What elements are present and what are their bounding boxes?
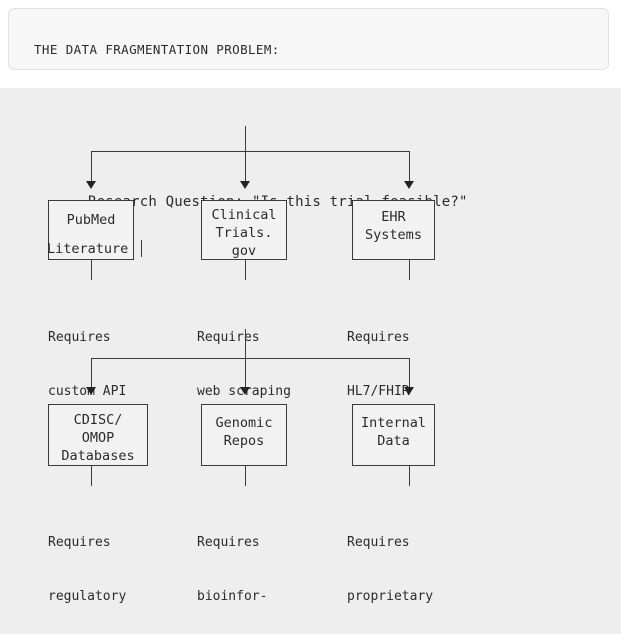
connector-internal-stem (409, 466, 410, 486)
requires-ehr-line1: Requires (347, 330, 410, 345)
requires-caption-pubmed: Requires custom API (48, 293, 126, 437)
node-box-pubmed[interactable]: PubMed Literature (47, 200, 142, 260)
node-ehr-line2: Systems (365, 227, 422, 243)
requires-caption-genomic: Requires bioinfor- matics tools (197, 498, 291, 634)
header-card: THE DATA FRAGMENTATION PROBLEM: (8, 8, 609, 70)
connector-tier1-drop-right (409, 151, 410, 182)
node-cdisc-line3: Databases (61, 448, 135, 464)
node-genomic-line2: Repos (223, 433, 265, 449)
connector-tier2-stem (245, 329, 246, 359)
node-box-genomic-repos[interactable]: Genomic Repos (201, 404, 287, 466)
node-clinicaltrials-line3: gov (231, 243, 257, 259)
connector-clinicaltrials-stem (245, 260, 246, 280)
page-title: THE DATA FRAGMENTATION PROBLEM: (34, 42, 280, 57)
requires-ehr-line2: HL7/FHIR (347, 384, 410, 399)
connector-tier1-drop-center (245, 151, 246, 182)
node-box-internal-data[interactable]: Internal Data (352, 404, 435, 466)
arrowhead-tier1-center (240, 181, 250, 189)
requires-genomic-line1: Requires (197, 535, 260, 550)
node-pubmed-line1: PubMed (66, 212, 116, 228)
arrowhead-tier2-center (240, 387, 250, 395)
requires-caption-internal: Requires proprietary protocols (347, 498, 433, 634)
connector-cdisc-stem (91, 466, 92, 486)
connector-ehr-stem (409, 260, 410, 280)
arrowhead-tier2-left (86, 387, 96, 395)
node-cdisc-line1: CDISC/ (73, 412, 123, 428)
connector-genomic-stem (245, 466, 246, 486)
arrowhead-tier1-left (86, 181, 96, 189)
requires-pubmed-line1: Requires (48, 330, 111, 345)
requires-caption-ehr: Requires HL7/FHIR (347, 293, 410, 437)
requires-clinicaltrials-line1: Requires (197, 330, 260, 345)
connector-pubmed-stem (91, 260, 92, 280)
node-pubmed-line2: Literature (47, 241, 129, 257)
requires-pubmed-line2: custom API (48, 384, 127, 399)
node-ehr-line1: EHR (381, 209, 406, 225)
node-internal-line1: Internal (360, 415, 427, 431)
node-internal-line2: Data (377, 433, 410, 449)
requires-cdisc-line1: Requires (48, 535, 111, 550)
node-box-cdisc-omop[interactable]: CDISC/ OMOP Databases (48, 404, 148, 466)
requires-internal-line1: Requires (347, 535, 410, 550)
connector-root-stem (245, 126, 246, 152)
connector-tier2-drop-left (91, 358, 92, 388)
node-box-clinicaltrials[interactable]: Clinical Trials. gov (201, 200, 287, 260)
arrowhead-tier2-right (404, 387, 414, 395)
connector-tier2-drop-right (409, 358, 410, 388)
requires-cdisc-line2: regulatory (48, 589, 127, 604)
node-clinicaltrials-line1: Clinical (211, 207, 277, 223)
node-cdisc-line2: OMOP (81, 430, 115, 446)
requires-caption-cdisc: Requires regulatory standards (48, 498, 126, 634)
connector-tier1-bus (91, 151, 410, 152)
arrowhead-tier1-right (404, 181, 414, 189)
node-genomic-line1: Genomic (215, 415, 273, 431)
connector-tier2-bus (91, 358, 410, 359)
connector-tier2-drop-center (245, 358, 246, 388)
text-caret-bar (141, 240, 142, 257)
node-box-ehr[interactable]: EHR Systems (352, 200, 435, 260)
node-clinicaltrials-line2: Trials. (215, 225, 273, 241)
connector-tier1-drop-left (91, 151, 92, 182)
requires-genomic-line2: bioinfor- (197, 589, 268, 604)
requires-internal-line2: proprietary (347, 589, 434, 604)
diagram-panel: Research Question: "Is this trial feasib… (0, 88, 621, 634)
